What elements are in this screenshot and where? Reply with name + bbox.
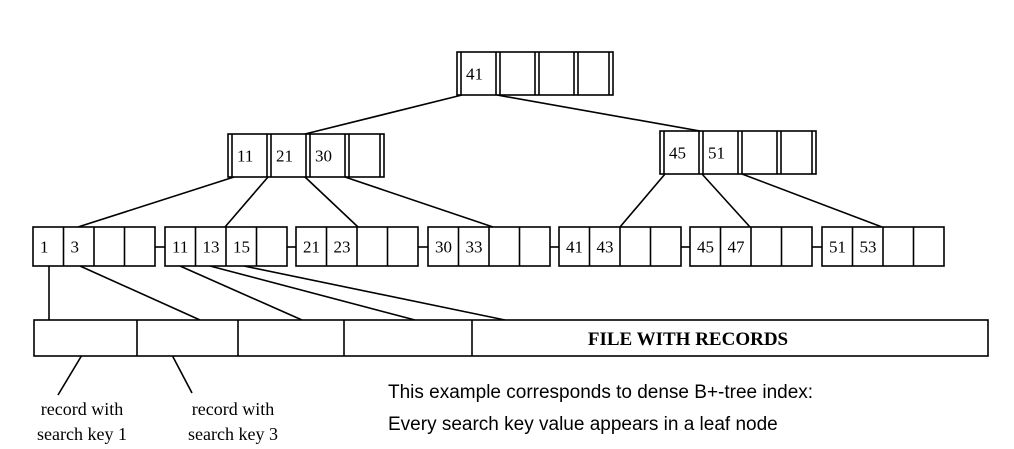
- root-node-key: 41: [466, 65, 483, 84]
- leaf-node-4-key: 33: [466, 238, 483, 257]
- leaf-node-5-key: 41: [566, 238, 583, 257]
- leaf-node-5-key: 43: [597, 238, 614, 257]
- record-captions: record with search key 1 record with sea…: [37, 399, 278, 444]
- edge-internal-left-to-leaf-3: [304, 176, 359, 228]
- file-label: FILE WITH RECORDS: [588, 329, 788, 350]
- record-pointer-3: [79, 265, 201, 321]
- internal-node-right-key: 51: [708, 144, 725, 163]
- caption-record-1-line-2: search key 1: [37, 424, 127, 444]
- leaf-node-2-key: 15: [233, 238, 250, 257]
- file-with-records: FILE WITH RECORDS: [33, 319, 989, 357]
- edge-internal-right-to-leaf-7: [741, 173, 883, 228]
- internal-node-left: 11 21 30: [227, 133, 385, 178]
- leaf-node-2-key: 11: [172, 238, 188, 257]
- leaf-node-6-key: 47: [728, 238, 746, 257]
- leaf-node-3: 21 23: [295, 226, 419, 267]
- caption-record-1-line-1: record with: [41, 399, 123, 419]
- caption-record-3-line-2: search key 3: [188, 424, 278, 444]
- caption-record-3-line-1: record with: [192, 399, 274, 419]
- internal-node-left-key: 11: [237, 147, 253, 166]
- tree-edges: [48, 94, 883, 396]
- internal-node-right: 45 51: [659, 130, 817, 175]
- leaf-node-1-key: 1: [40, 238, 49, 257]
- leaf-node-2: 11 13 15: [164, 226, 288, 267]
- edge-internal-right-to-leaf-6: [701, 173, 751, 228]
- internal-node-right-key: 45: [669, 144, 686, 163]
- caption-pointer-1: [57, 354, 83, 396]
- edge-internal-left-to-leaf-1: [77, 176, 235, 228]
- record-pointer-11: [179, 265, 303, 321]
- leaf-node-6: 45 47: [689, 226, 813, 267]
- leaf-node-7: 51 53: [821, 226, 945, 267]
- leaf-node-6-key: 45: [697, 238, 714, 257]
- leaf-node-3-key: 23: [334, 238, 351, 257]
- edge-root-to-internal-right: [496, 94, 701, 132]
- leaf-node-2-key: 13: [203, 238, 220, 257]
- explanation-note: This example corresponds to dense B+-tre…: [388, 382, 813, 435]
- leaf-node-7-key: 53: [860, 238, 877, 257]
- record-pointer-13: [209, 265, 416, 321]
- leaf-node-7-key: 51: [829, 238, 846, 257]
- edge-root-to-internal-left: [304, 94, 463, 135]
- edge-internal-left-to-leaf-2: [224, 176, 269, 228]
- edge-internal-right-to-leaf-5: [619, 173, 666, 228]
- leaf-node-5: 41 43: [558, 226, 682, 267]
- leaf-node-3-key: 21: [303, 238, 320, 257]
- note-line-1: This example corresponds to dense B+-tre…: [388, 382, 813, 403]
- leaf-node-1-key: 3: [71, 238, 80, 257]
- leaf-node-4-key: 30: [435, 238, 452, 257]
- note-line-2: Every search key value appears in a leaf…: [388, 414, 778, 435]
- leaf-node-4: 30 33: [427, 226, 551, 267]
- file-rectangle: [33, 319, 989, 357]
- caption-pointer-3: [171, 354, 193, 394]
- record-pointer-15: [243, 265, 506, 321]
- edge-internal-left-to-leaf-4: [344, 176, 494, 228]
- internal-node-left-key: 21: [276, 147, 293, 166]
- internal-node-left-key: 30: [315, 147, 332, 166]
- root-node: 41: [456, 51, 614, 96]
